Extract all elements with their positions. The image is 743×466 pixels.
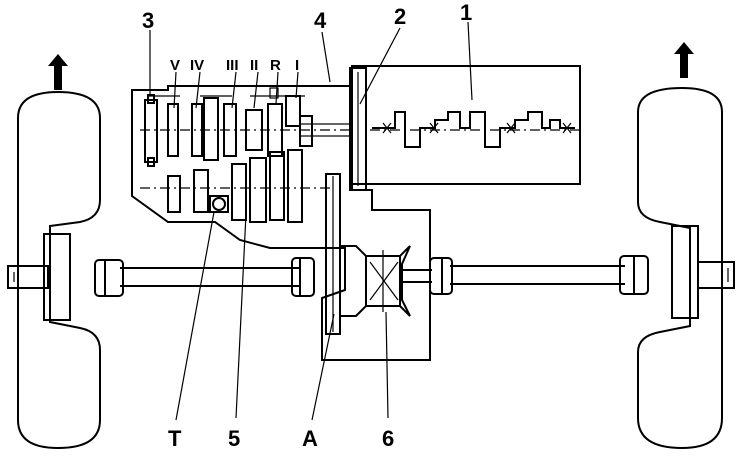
- lower-gears: [167, 149, 303, 223]
- callout-2: 2: [394, 4, 406, 29]
- gear-label-iv: IV: [190, 57, 204, 74]
- left-drive-shaft: [120, 267, 300, 287]
- gear-label-iii: III: [226, 57, 239, 74]
- engine-block: [351, 65, 581, 185]
- selector-forks: [148, 87, 305, 99]
- crankshaft: [372, 111, 575, 148]
- right-drive-shaft: [402, 265, 625, 285]
- forward-arrow-icon: [674, 42, 694, 78]
- gear-label-v: V: [170, 57, 180, 74]
- right-wheel: [637, 86, 735, 450]
- cv-joints: [94, 255, 649, 297]
- differential: [339, 245, 411, 317]
- gear-label-r: R: [270, 57, 281, 74]
- callout-6: 6: [382, 426, 394, 451]
- callout-1: 1: [460, 0, 472, 25]
- callout-a: A: [302, 426, 318, 451]
- gearbox-housing: [131, 85, 431, 361]
- gear-label-ii: II: [250, 57, 258, 74]
- callout-3: 3: [142, 8, 154, 33]
- callout-5: 5: [228, 426, 240, 451]
- final-drive-gear: [325, 173, 341, 335]
- callout-4: 4: [314, 8, 327, 33]
- callout-t: T: [168, 426, 182, 451]
- forward-arrow-icon: [48, 54, 68, 90]
- left-wheel: [7, 90, 101, 450]
- leader-lines: [149, 21, 473, 421]
- gear-label-i: I: [295, 57, 299, 74]
